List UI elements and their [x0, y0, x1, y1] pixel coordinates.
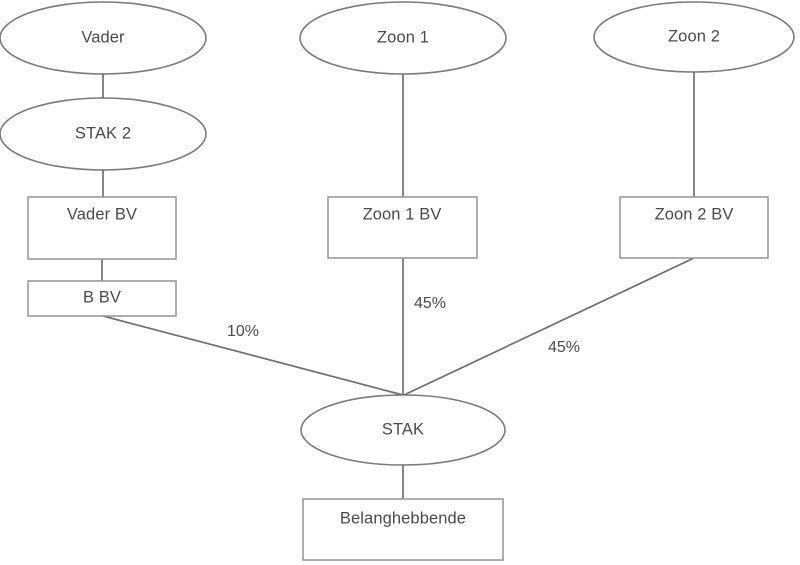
- node-zoon2[interactable]: [593, 1, 795, 73]
- edge-bbv-to-stak: [102, 315, 404, 396]
- node-vader-bv[interactable]: [27, 196, 177, 260]
- node-belanghebbende[interactable]: [302, 498, 504, 561]
- node-zoon1-bv[interactable]: [327, 196, 478, 259]
- edge-label-bbv-to-stak: 10%: [226, 323, 260, 340]
- node-zoon1[interactable]: [299, 1, 507, 75]
- edges-layer: [101, 72, 695, 499]
- edge-zoon2bv-to-stak: [403, 257, 695, 396]
- node-zoon2-bv[interactable]: [619, 196, 769, 259]
- edge-label-zoon1bv-to-stak: 45%: [413, 295, 447, 312]
- node-stak2[interactable]: [0, 97, 207, 171]
- node-stak[interactable]: [300, 394, 506, 466]
- node-vader[interactable]: [0, 1, 207, 75]
- edge-label-zoon2bv-to-stak: 45%: [547, 339, 581, 356]
- node-b-bv[interactable]: [27, 280, 177, 317]
